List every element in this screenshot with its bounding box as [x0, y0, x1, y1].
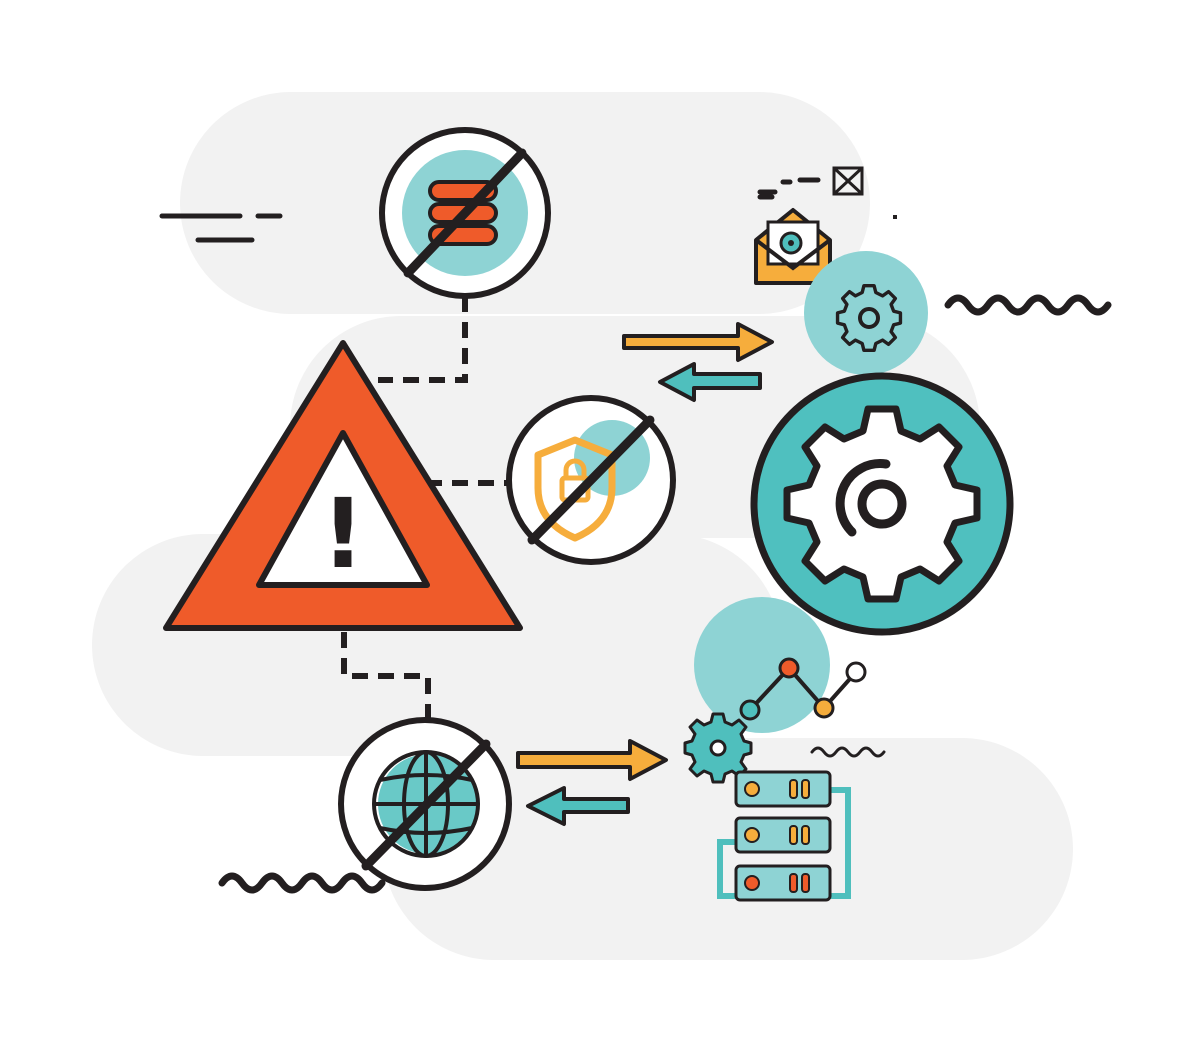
outgoing-arrow-icon [622, 322, 774, 362]
warning-exclamation: ! [321, 478, 365, 590]
server-gear-icon [683, 712, 753, 784]
small-box-icon [832, 166, 864, 196]
blocked-security-shield-icon [506, 395, 676, 565]
speed-lines-decoration [159, 177, 821, 243]
incoming-arrow-icon [658, 362, 762, 402]
incoming-arrow-icon [526, 786, 630, 826]
large-gear-icon [750, 372, 1014, 636]
warning-triangle-icon: ! [163, 340, 523, 631]
dot-decoration [893, 215, 897, 219]
outgoing-arrow-icon [516, 739, 668, 781]
dashed-connectors [341, 296, 508, 718]
small-gear-icon [804, 251, 928, 375]
blocked-database-icon [379, 127, 551, 299]
email-envelope-icon [754, 208, 832, 285]
server-rack-icon [717, 770, 851, 902]
blocked-globe-icon [338, 717, 512, 891]
small-squiggle-decoration [810, 746, 886, 758]
network-graph-icon [694, 597, 867, 733]
squiggle-decoration [218, 294, 1112, 894]
